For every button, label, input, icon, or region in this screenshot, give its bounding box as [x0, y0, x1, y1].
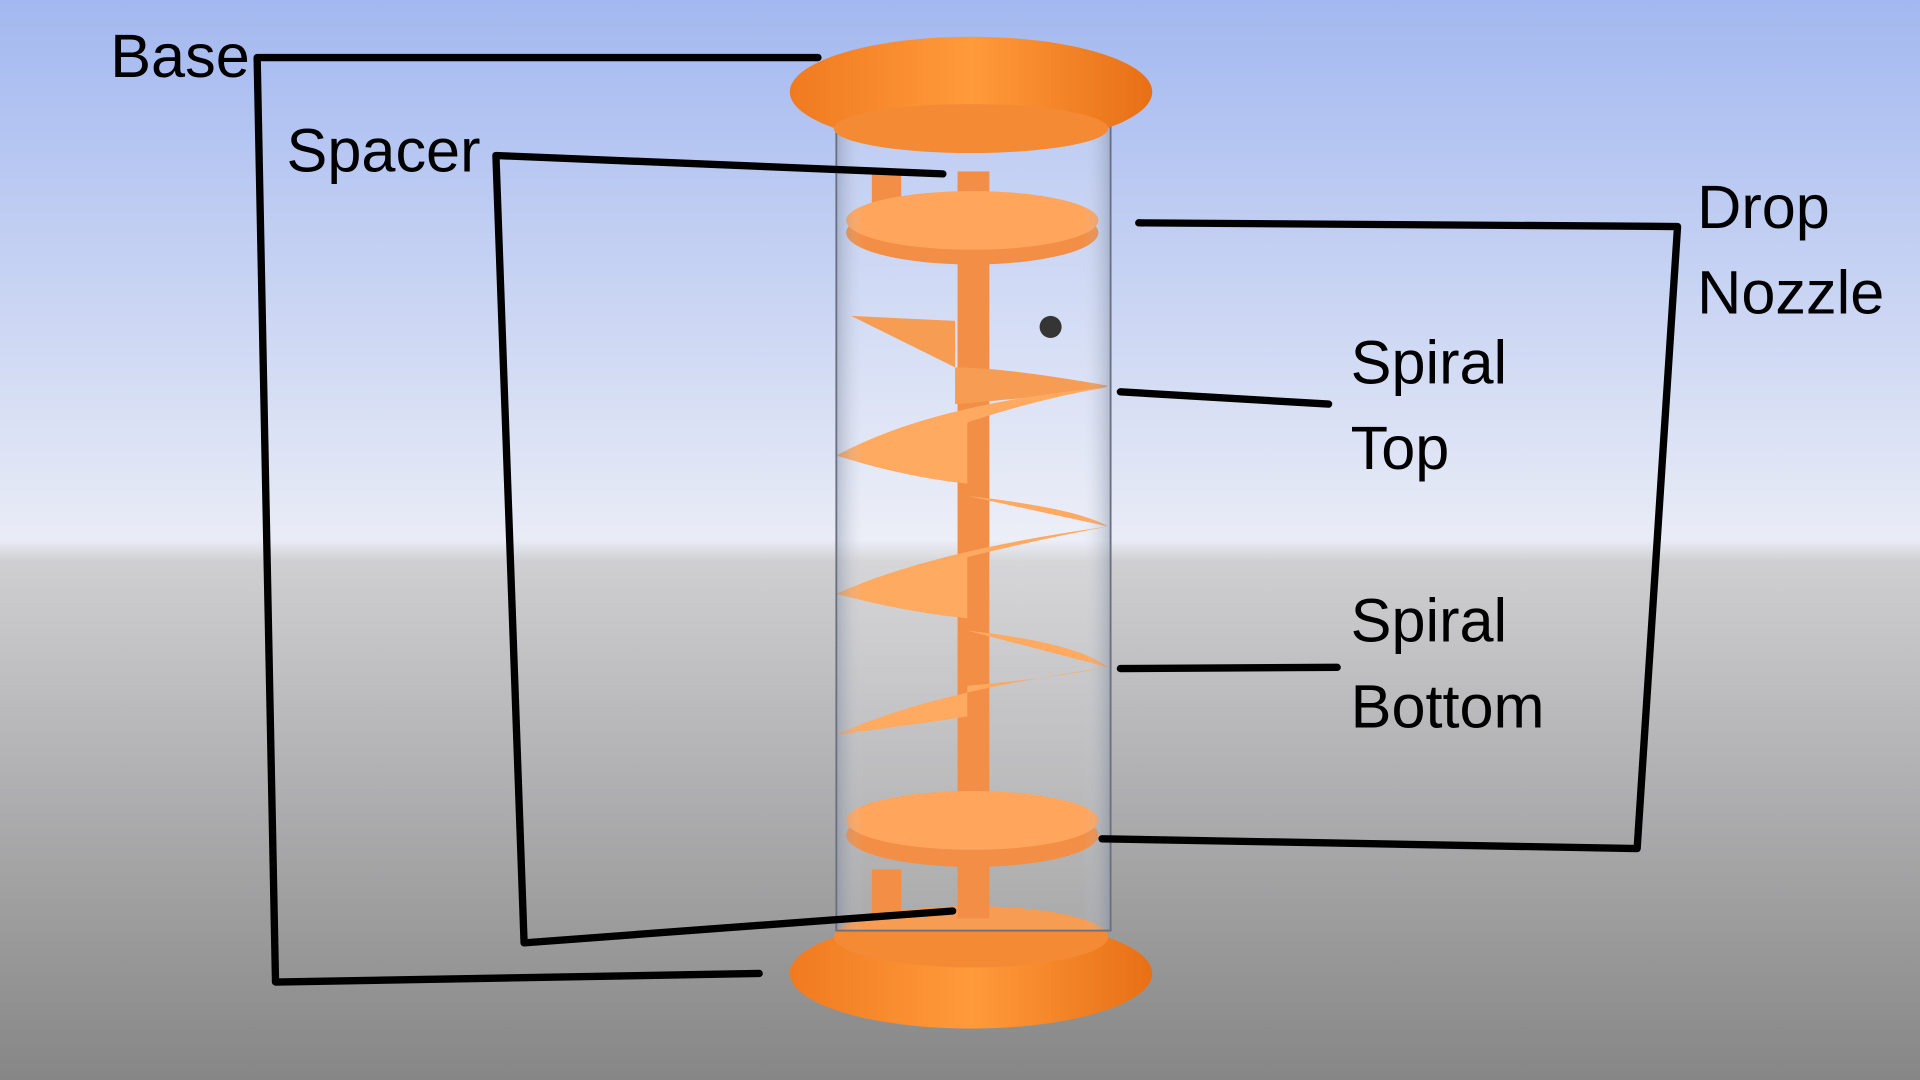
label-spacer: Spacer [287, 116, 481, 184]
drop-nozzle-leader-line [1098, 219, 1682, 853]
clear-tube [835, 115, 1112, 932]
spiral-top-leader-line [1116, 388, 1333, 408]
label-drop-nozzle-line2: Nozzle [1697, 258, 1884, 326]
leader-lines [253, 53, 1682, 986]
label-spiral-bottom-line2: Bottom [1351, 672, 1545, 740]
label-drop-nozzle-line1: Drop [1697, 173, 1830, 241]
base-leader-line [253, 53, 822, 986]
spacer-leader-line [492, 151, 957, 947]
label-base: Base [110, 22, 250, 90]
spiral-tower-model [789, 36, 1153, 1029]
label-spiral-top-line2: Top [1351, 414, 1450, 482]
label-spiral-top-line1: Spiral [1351, 328, 1508, 396]
label-spiral-bottom-line1: Spiral [1351, 587, 1508, 655]
spiral-bottom-leader-line [1116, 663, 1341, 673]
